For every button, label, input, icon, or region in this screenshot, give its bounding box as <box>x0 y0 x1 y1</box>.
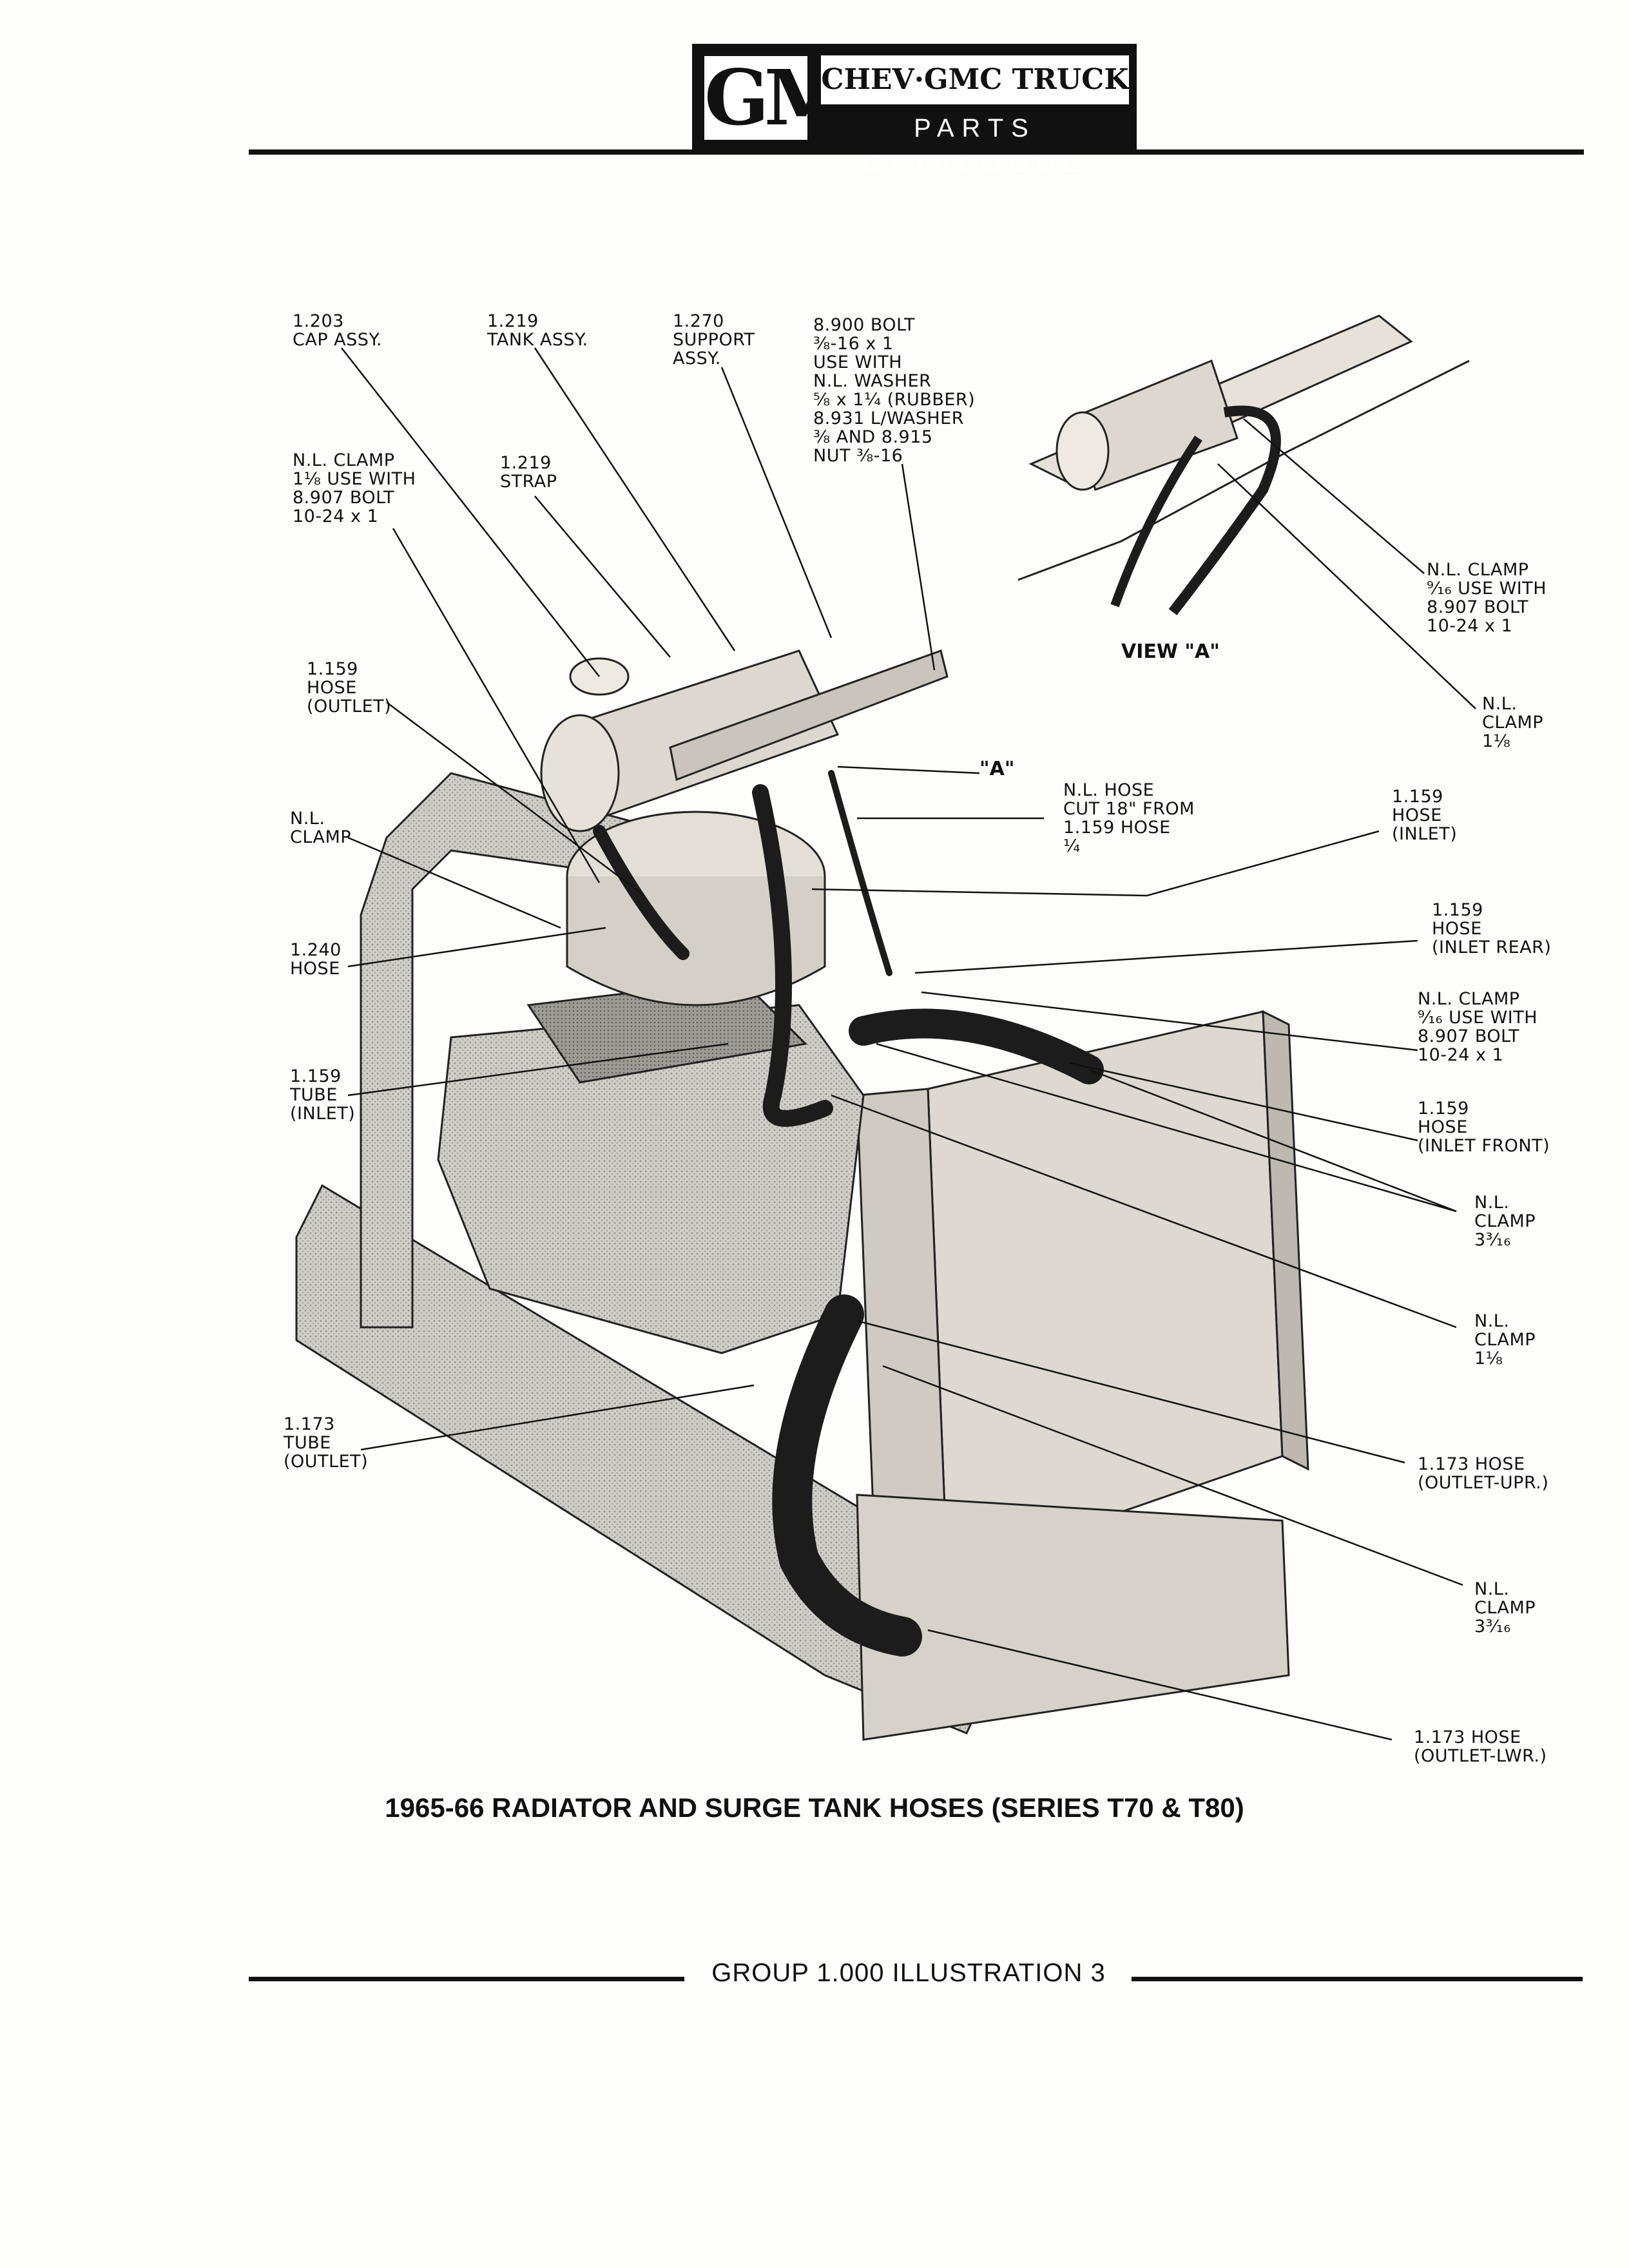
brand-title: CHEV·GMC TRUCK <box>821 55 1129 104</box>
footer-rule-left <box>249 1977 684 1981</box>
view-a-inset <box>1017 314 1470 615</box>
view-a-title: VIEW "A" <box>1121 640 1220 663</box>
label-clamp-916-bolt: N.L. CLAMP ⁹⁄₁₆ USE WITH 8.907 BOLT 10-2… <box>1418 989 1538 1065</box>
label-tube-inlet: 1.159 TUBE (INLET) <box>290 1066 356 1124</box>
hoses <box>593 770 1104 1657</box>
engine-block <box>437 978 865 1354</box>
label-support-assy: 1.270 SUPPORT ASSY. <box>673 311 755 369</box>
label-cap-assy: 1.203 CAP ASSY. <box>293 311 383 350</box>
footer-group-label: GROUP 1.000 ILLUSTRATION 3 <box>711 1959 1106 1987</box>
view-a-label-clamp-118: N.L. CLAMP 1⅛ <box>1482 694 1544 751</box>
label-hose-inlet-front: 1.159 HOSE (INLET FRONT) <box>1418 1099 1550 1156</box>
label-tube-outlet: 1.173 TUBE (OUTLET) <box>284 1414 369 1472</box>
header-rule <box>249 149 1584 155</box>
view-a-label-clamp-916: N.L. CLAMP ⁹⁄₁₆ USE WITH 8.907 BOLT 10-2… <box>1427 560 1547 636</box>
label-hose-inlet-rear: 1.159 HOSE (INLET REAR) <box>1432 900 1552 957</box>
air-cleaner <box>566 811 826 1006</box>
leader-lines <box>341 347 1476 1741</box>
label-hose-inlet: 1.159 HOSE (INLET) <box>1392 787 1458 844</box>
label-bolt-8900: 8.900 BOLT ⅜-16 x 1 USE WITH N.L. WASHER… <box>813 315 976 466</box>
label-tank-assy: 1.219 TANK ASSY. <box>487 311 588 350</box>
label-hose-outlet-lwr: 1.173 HOSE (OUTLET-LWR.) <box>1414 1727 1547 1766</box>
label-hose-1240: 1.240 HOSE <box>290 940 342 979</box>
surge-tank <box>540 649 949 832</box>
label-hose-outlet: 1.159 HOSE (OUTLET) <box>307 659 392 716</box>
label-clamp-3-316-lower: N.L. CLAMP 3³⁄₁₆ <box>1474 1579 1536 1637</box>
label-clamp-1-18: N.L. CLAMP 1⅛ <box>1474 1311 1536 1369</box>
label-hose-outlet-upr: 1.173 HOSE (OUTLET-UPR.) <box>1418 1454 1549 1493</box>
label-strap: 1.219 STRAP <box>500 453 557 492</box>
label-clamp-left: N.L. CLAMP <box>290 809 352 847</box>
label-clamp-3-316-upper: N.L. CLAMP 3³⁄₁₆ <box>1474 1193 1536 1250</box>
footer-rule-right <box>1132 1977 1583 1981</box>
label-nl-hose-cut: N.L. HOSE CUT 18" FROM 1.159 HOSE ¼ <box>1063 780 1195 856</box>
figure-caption: 1965-66 RADIATOR AND SURGE TANK HOSES (S… <box>385 1792 1244 1823</box>
label-a-marker: "A" <box>979 758 1015 780</box>
radiator <box>856 1010 1309 1741</box>
label-clamp-bolt: N.L. CLAMP 1⅛ USE WITH 8.907 BOLT 10-24 … <box>293 450 416 526</box>
